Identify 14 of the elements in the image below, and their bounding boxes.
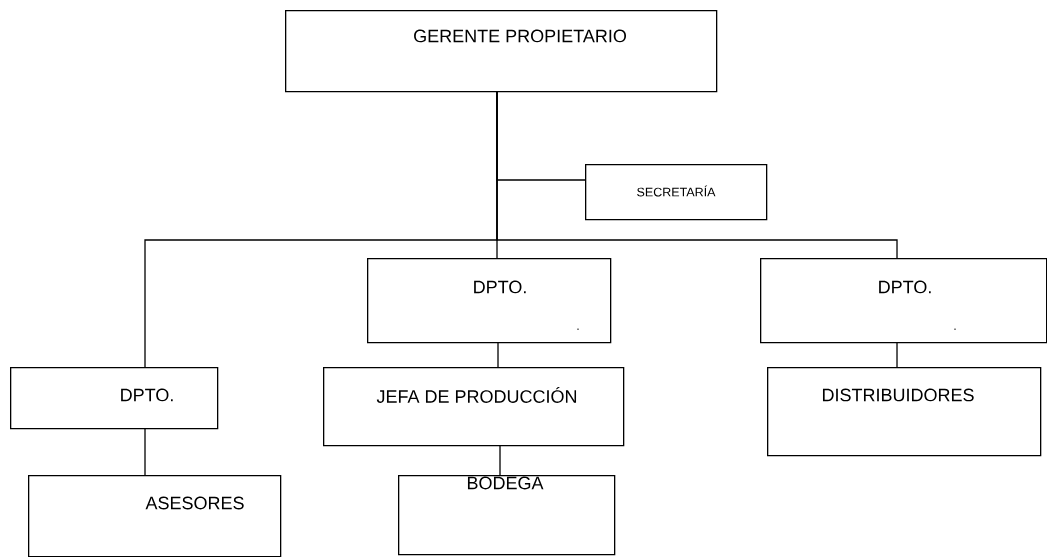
connector-line [896, 341, 898, 368]
connector-line [497, 341, 499, 368]
connector-line [144, 427, 146, 476]
org-box: SECRETARÍA [585, 164, 768, 221]
org-box: DPTO. - [760, 258, 1047, 344]
org-box: ASESORES [28, 475, 282, 557]
org-box: BODEGA [398, 475, 616, 556]
org-box: JEFA DE PRODUCCIÓN [323, 367, 625, 447]
org-box: DISTRIBUIDORES [767, 367, 1042, 457]
org-box: DPTO. [10, 367, 219, 430]
org-box: GERENTE PROPIETARIO [285, 10, 718, 93]
connector-line [144, 90, 498, 368]
connector-line [499, 444, 501, 476]
org-box: DPTO. - [367, 258, 612, 344]
